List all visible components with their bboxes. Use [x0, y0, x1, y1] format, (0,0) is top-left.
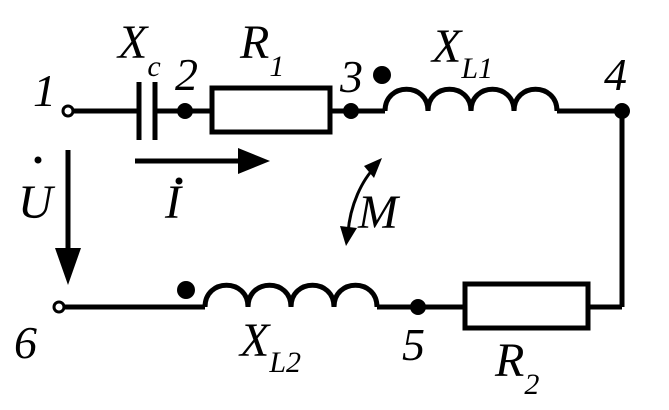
- voltage-arrow-head: [55, 248, 81, 285]
- node-4-dot: [614, 103, 630, 119]
- current-label: I: [164, 176, 183, 229]
- current-dot-accent: [175, 177, 183, 185]
- node-label-4: 4: [604, 49, 627, 100]
- voltage-dot-accent: [34, 156, 42, 164]
- polarity-dot-xl2: [177, 281, 195, 299]
- inductor-xl2: [202, 282, 380, 308]
- label-capacitor-sub: c: [147, 50, 160, 83]
- label-xl2-sub: L2: [268, 346, 301, 379]
- label-xl1-sub: L1: [460, 52, 493, 85]
- label-xl1-symbol: X: [430, 20, 463, 73]
- label-xl2: XL2: [238, 314, 301, 379]
- node-label-6: 6: [14, 317, 37, 368]
- label-r2: R2: [494, 334, 539, 401]
- label-r1-sub: 1: [269, 50, 284, 83]
- node-label-5: 5: [402, 319, 425, 370]
- node-label-1: 1: [33, 65, 56, 116]
- terminal-1: [61, 104, 75, 118]
- mutual-arrow-head-bottom: [340, 226, 357, 246]
- node-2-dot: [177, 103, 193, 119]
- polarity-dot-xl1: [373, 66, 391, 84]
- inductor-xl1: [382, 86, 560, 112]
- node-label-3: 3: [339, 51, 363, 102]
- voltage-label: U: [18, 176, 56, 229]
- current-arrow-head: [238, 148, 270, 174]
- node-5-dot: [410, 299, 426, 315]
- node-label-2: 2: [175, 49, 198, 100]
- node-3-dot: [343, 103, 359, 119]
- label-capacitor: Xc: [116, 16, 161, 83]
- label-r2-symbol: R: [494, 334, 524, 387]
- label-capacitor-symbol: X: [116, 16, 149, 69]
- label-r1: R1: [239, 16, 284, 83]
- label-r2-sub: 2: [524, 368, 539, 401]
- resistor-r2: [462, 281, 591, 331]
- label-r1-symbol: R: [239, 16, 269, 69]
- terminal-6: [52, 300, 66, 314]
- label-xl2-symbol: X: [238, 314, 271, 367]
- mutual-arrow-head-top: [364, 158, 382, 178]
- resistor-r1: [209, 85, 333, 135]
- mutual-label: M: [357, 186, 401, 239]
- label-xl1: XL1: [430, 20, 493, 85]
